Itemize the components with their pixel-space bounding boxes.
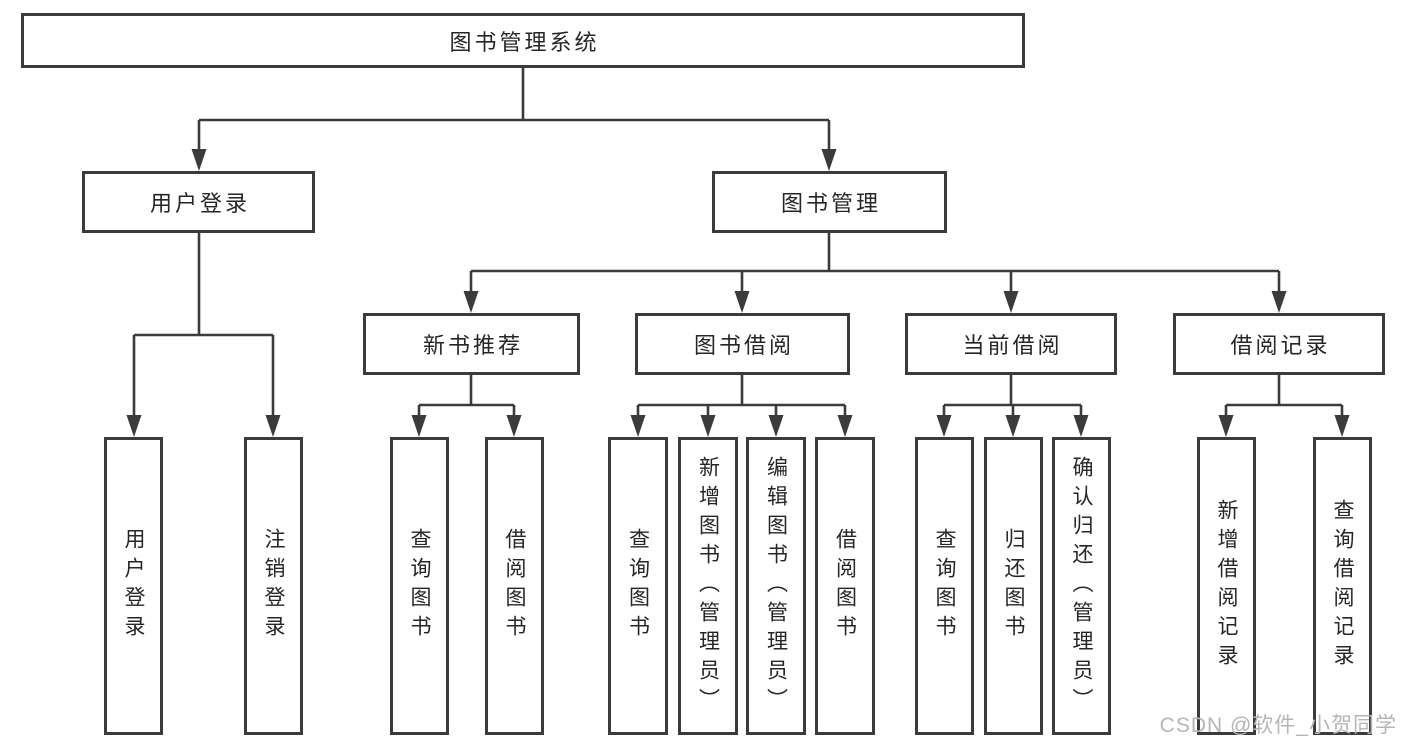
leaf-query-books-current: 查询图书 bbox=[915, 437, 974, 735]
arrowhead bbox=[837, 415, 853, 437]
csdn-watermark: CSDN @软件_小贺同学 bbox=[1159, 714, 1397, 737]
node-book-management: 图书管理 bbox=[712, 171, 947, 233]
connector-root-to-level2 bbox=[197, 68, 831, 150]
leaf-user-login: 用户登录 bbox=[104, 437, 163, 735]
arrowhead bbox=[821, 149, 837, 171]
arrowhead bbox=[1271, 291, 1287, 313]
leaf-edit-books-admin: 编辑图书（管理员） bbox=[746, 437, 806, 735]
leaf-borrow-books-borrow: 借阅图书 bbox=[815, 437, 875, 735]
arrowhead bbox=[1218, 415, 1234, 437]
arrowhead bbox=[265, 415, 281, 437]
node-book-borrow: 图书借阅 bbox=[635, 313, 850, 375]
leaf-confirm-return-admin: 确认归还（管理员） bbox=[1052, 437, 1111, 735]
node-current-borrow: 当前借阅 bbox=[905, 313, 1117, 375]
arrowhead bbox=[700, 415, 716, 437]
arrowhead bbox=[768, 415, 784, 437]
arrowhead bbox=[463, 291, 479, 313]
node-library-management-system: 图书管理系统 bbox=[21, 13, 1025, 68]
node-new-book-recommend: 新书推荐 bbox=[363, 313, 580, 375]
connector-new-book-recommend-children bbox=[417, 375, 516, 416]
arrowhead bbox=[734, 291, 750, 313]
connector-book-management-children bbox=[469, 233, 1281, 292]
leaf-logout-login: 注销登录 bbox=[244, 437, 303, 735]
arrowhead bbox=[1073, 415, 1089, 437]
arrowhead bbox=[936, 415, 952, 437]
node-borrow-records: 借阅记录 bbox=[1173, 313, 1385, 375]
arrowhead bbox=[1334, 415, 1350, 437]
arrowhead bbox=[126, 415, 142, 437]
connector-book-borrow-children bbox=[636, 375, 847, 416]
arrowhead bbox=[506, 415, 522, 437]
connector-borrow-records-children bbox=[1224, 375, 1344, 416]
arrowhead bbox=[191, 149, 207, 171]
arrowhead bbox=[1003, 291, 1019, 313]
arrowhead bbox=[630, 415, 646, 437]
leaf-add-borrow-record: 新增借阅记录 bbox=[1197, 437, 1256, 735]
leaf-return-books: 归还图书 bbox=[984, 437, 1043, 735]
arrowhead bbox=[411, 415, 427, 437]
leaf-add-books-admin: 新增图书（管理员） bbox=[678, 437, 738, 735]
leaf-query-books-borrow: 查询图书 bbox=[608, 437, 668, 735]
leaf-borrow-books-recommend: 借阅图书 bbox=[485, 437, 544, 735]
connector-current-borrow-children bbox=[942, 375, 1083, 416]
node-user-login: 用户登录 bbox=[82, 171, 315, 233]
arrowhead bbox=[1005, 415, 1021, 437]
leaf-query-borrow-record: 查询借阅记录 bbox=[1313, 437, 1372, 735]
connector-user-login-children bbox=[132, 233, 275, 416]
leaf-query-books-recommend: 查询图书 bbox=[390, 437, 449, 735]
